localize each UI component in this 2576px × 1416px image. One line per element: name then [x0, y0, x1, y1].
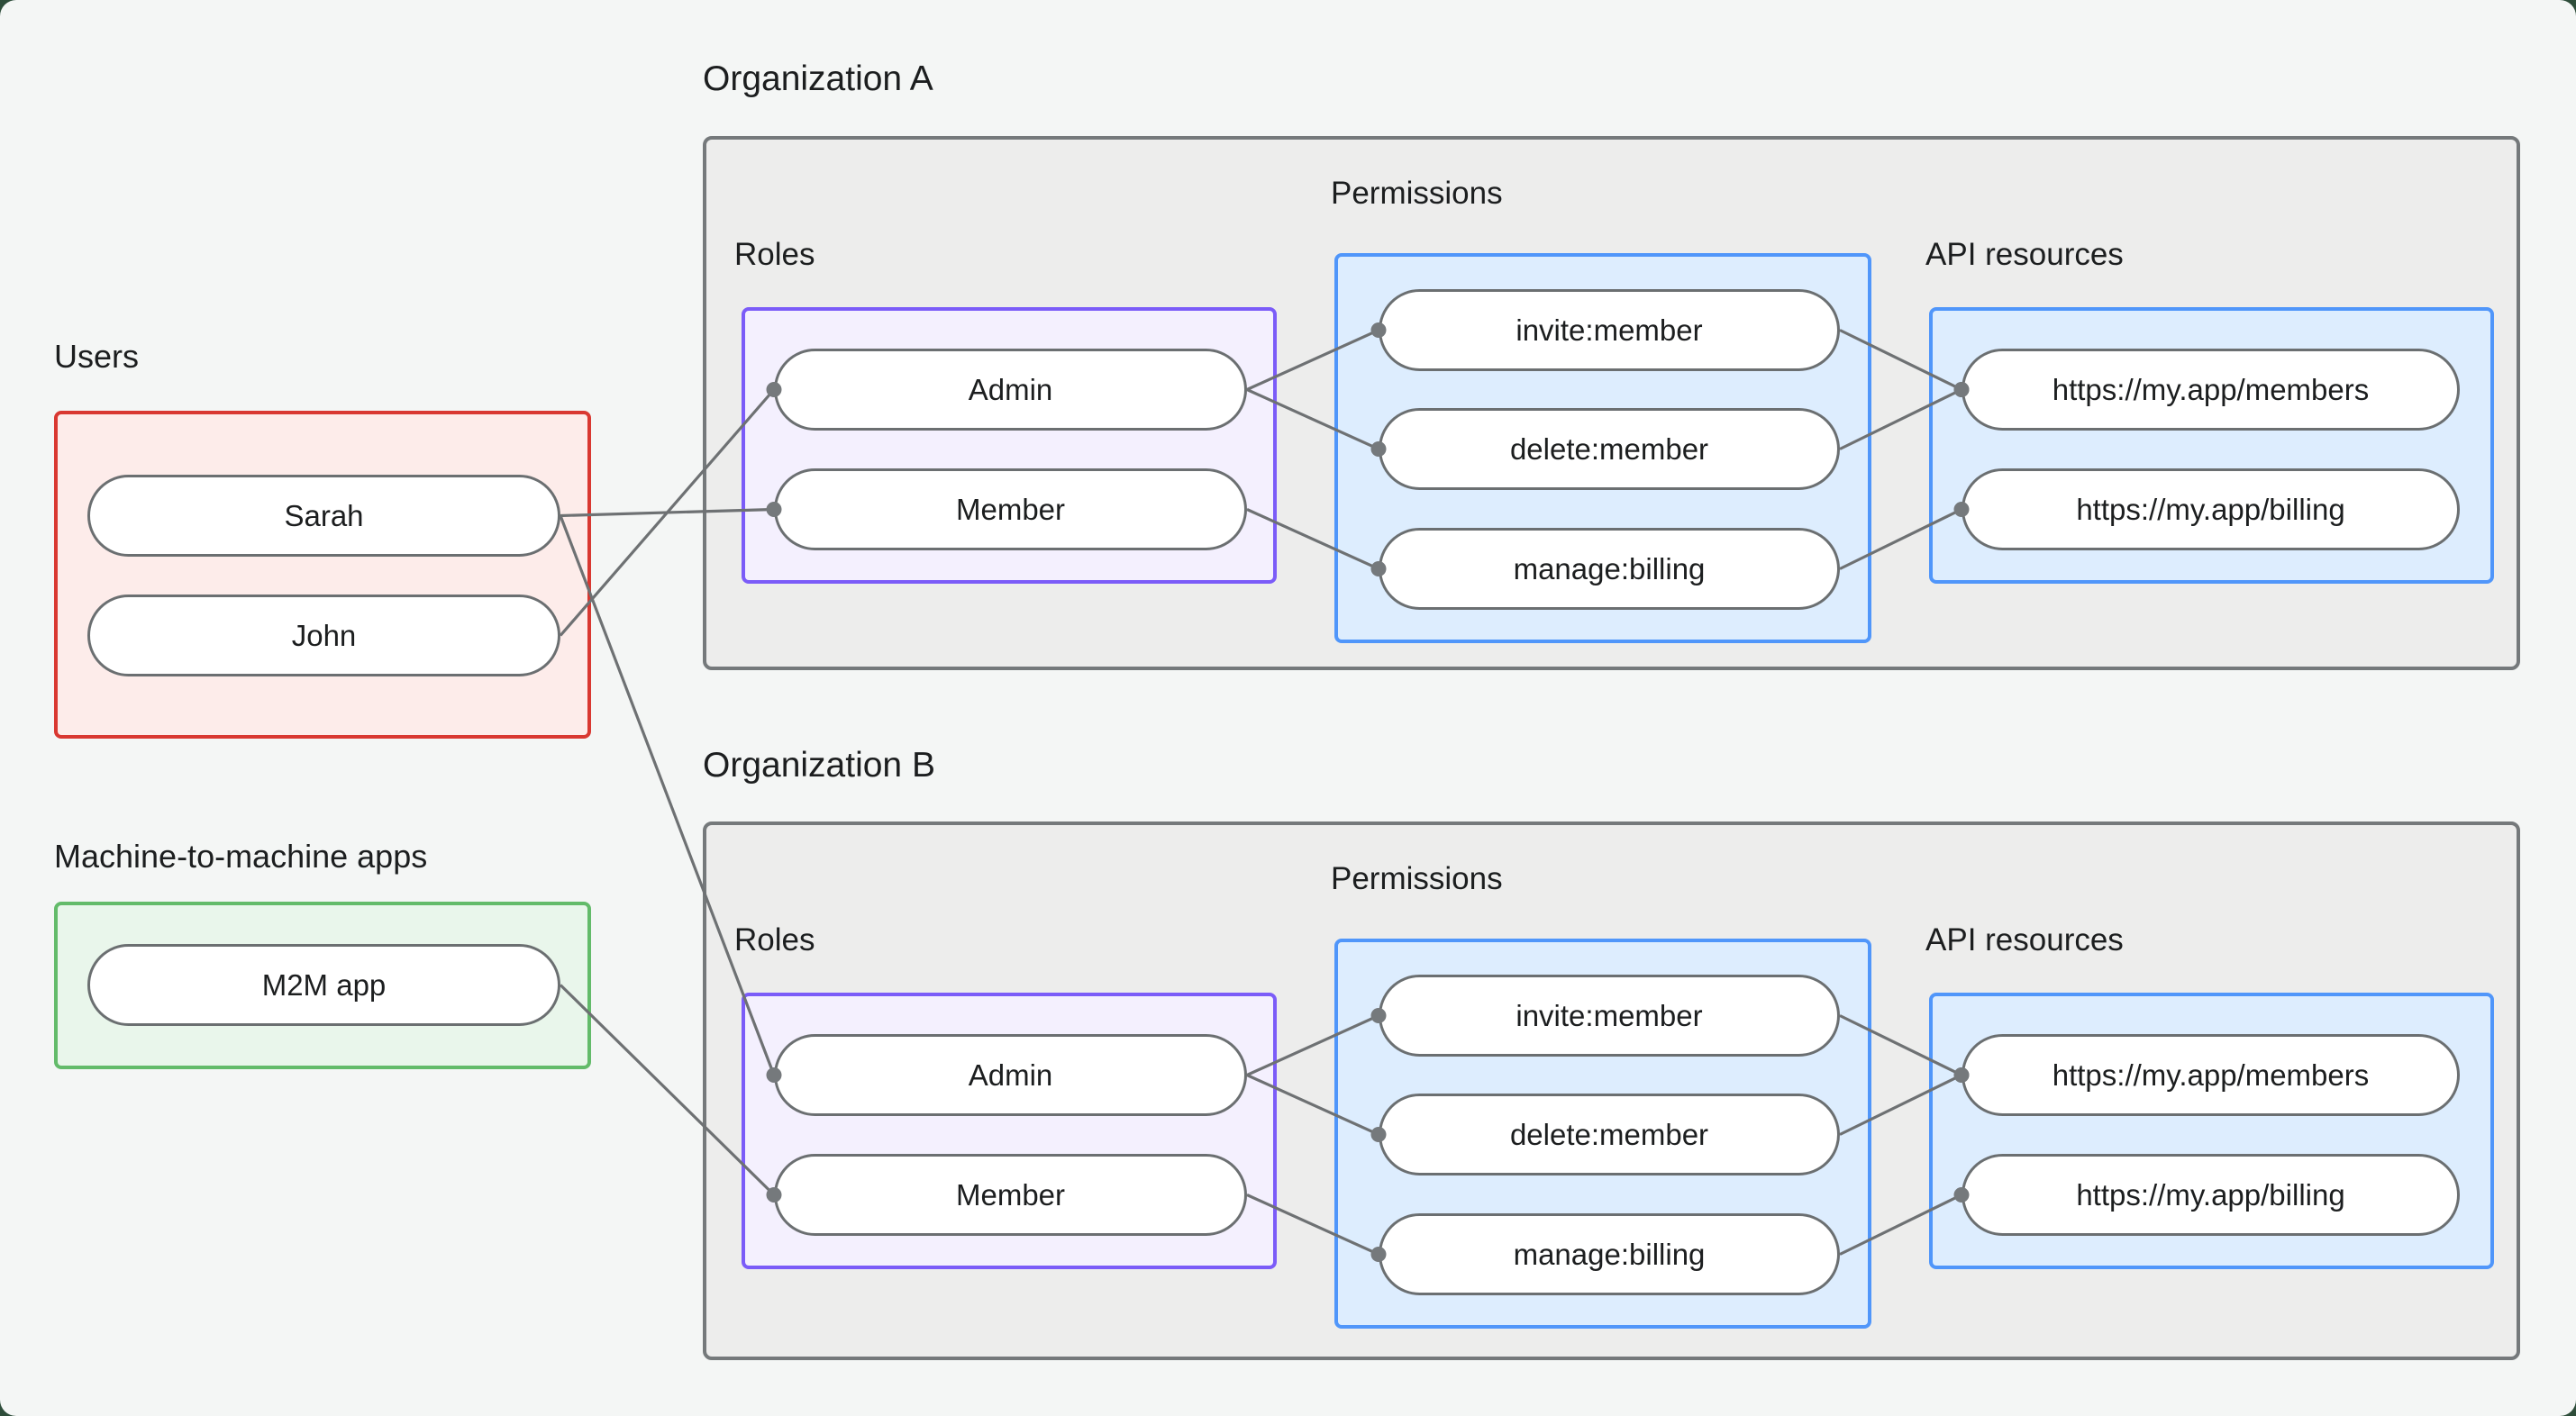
node-org-a-admin-label: Admin: [968, 372, 1053, 406]
org-a-permissions-label: Permissions: [1331, 176, 1503, 211]
node-org-a-invite-label: invite:member: [1516, 313, 1703, 347]
node-org-a-manage: manage:billing: [1379, 528, 1840, 610]
node-org-b-admin-label: Admin: [968, 1057, 1053, 1092]
node-org-a-member: Member: [774, 468, 1247, 550]
node-m2m-app-label: M2M app: [261, 967, 387, 1002]
node-org-b-delete-label: delete:member: [1509, 1117, 1709, 1151]
org-b-title: Organization B: [703, 746, 935, 785]
node-org-b-manage: manage:billing: [1379, 1213, 1840, 1295]
m2m-group-box: M2M app: [54, 902, 591, 1069]
node-org-a-member-label: Member: [955, 492, 1066, 526]
node-org-b-members-api-label: https://my.app/members: [2052, 1057, 2370, 1092]
node-john: John: [87, 595, 560, 676]
node-org-b-member-label: Member: [955, 1177, 1066, 1212]
node-org-b-billing-api: https://my.app/billing: [1962, 1154, 2460, 1236]
node-org-a-delete: delete:member: [1379, 408, 1840, 490]
org-b-roles-label: Roles: [734, 922, 815, 958]
node-org-a-admin: Admin: [774, 349, 1247, 431]
org-b-container-box: Roles Permissions API resources Admin Me…: [703, 821, 2520, 1360]
org-b-roles-box: Admin Member: [742, 993, 1277, 1269]
org-a-container-box: Roles Permissions API resources Admin Me…: [703, 136, 2520, 670]
org-b-permissions-label: Permissions: [1331, 861, 1503, 896]
node-sarah-label: Sarah: [284, 498, 364, 532]
org-a-api-resources-box: https://my.app/members https://my.app/bi…: [1929, 307, 2494, 584]
node-org-a-billing-api: https://my.app/billing: [1962, 468, 2460, 550]
org-a-roles-box: Admin Member: [742, 307, 1277, 584]
node-sarah: Sarah: [87, 475, 560, 557]
org-a-api-resources-label: API resources: [1925, 237, 2124, 272]
org-b-api-resources-box: https://my.app/members https://my.app/bi…: [1929, 993, 2494, 1269]
m2m-section-label: Machine-to-machine apps: [54, 838, 428, 875]
node-org-b-invite-label: invite:member: [1516, 998, 1703, 1032]
org-a-title: Organization A: [703, 59, 933, 98]
org-b-api-resources-label: API resources: [1925, 922, 2124, 958]
node-org-b-manage-label: manage:billing: [1513, 1237, 1706, 1271]
org-b-permissions-box: invite:member delete:member manage:billi…: [1334, 939, 1871, 1329]
node-org-b-invite: invite:member: [1379, 975, 1840, 1057]
node-org-a-manage-label: manage:billing: [1513, 551, 1706, 585]
node-org-a-billing-api-label: https://my.app/billing: [2076, 492, 2345, 526]
node-org-b-members-api: https://my.app/members: [1962, 1034, 2460, 1116]
users-section-label: Users: [54, 338, 140, 375]
node-org-b-billing-api-label: https://my.app/billing: [2076, 1177, 2345, 1212]
node-org-a-members-api: https://my.app/members: [1962, 349, 2460, 431]
node-org-b-delete: delete:member: [1379, 1094, 1840, 1175]
node-org-b-member: Member: [774, 1154, 1247, 1236]
node-org-b-admin: Admin: [774, 1034, 1247, 1116]
node-john-label: John: [291, 618, 357, 652]
users-group-box: Sarah John: [54, 411, 591, 739]
node-org-a-delete-label: delete:member: [1509, 431, 1709, 466]
org-a-permissions-box: invite:member delete:member manage:billi…: [1334, 253, 1871, 643]
node-org-a-invite: invite:member: [1379, 289, 1840, 371]
node-org-a-members-api-label: https://my.app/members: [2052, 372, 2370, 406]
org-a-roles-label: Roles: [734, 237, 815, 272]
node-m2m-app: M2M app: [87, 944, 560, 1026]
